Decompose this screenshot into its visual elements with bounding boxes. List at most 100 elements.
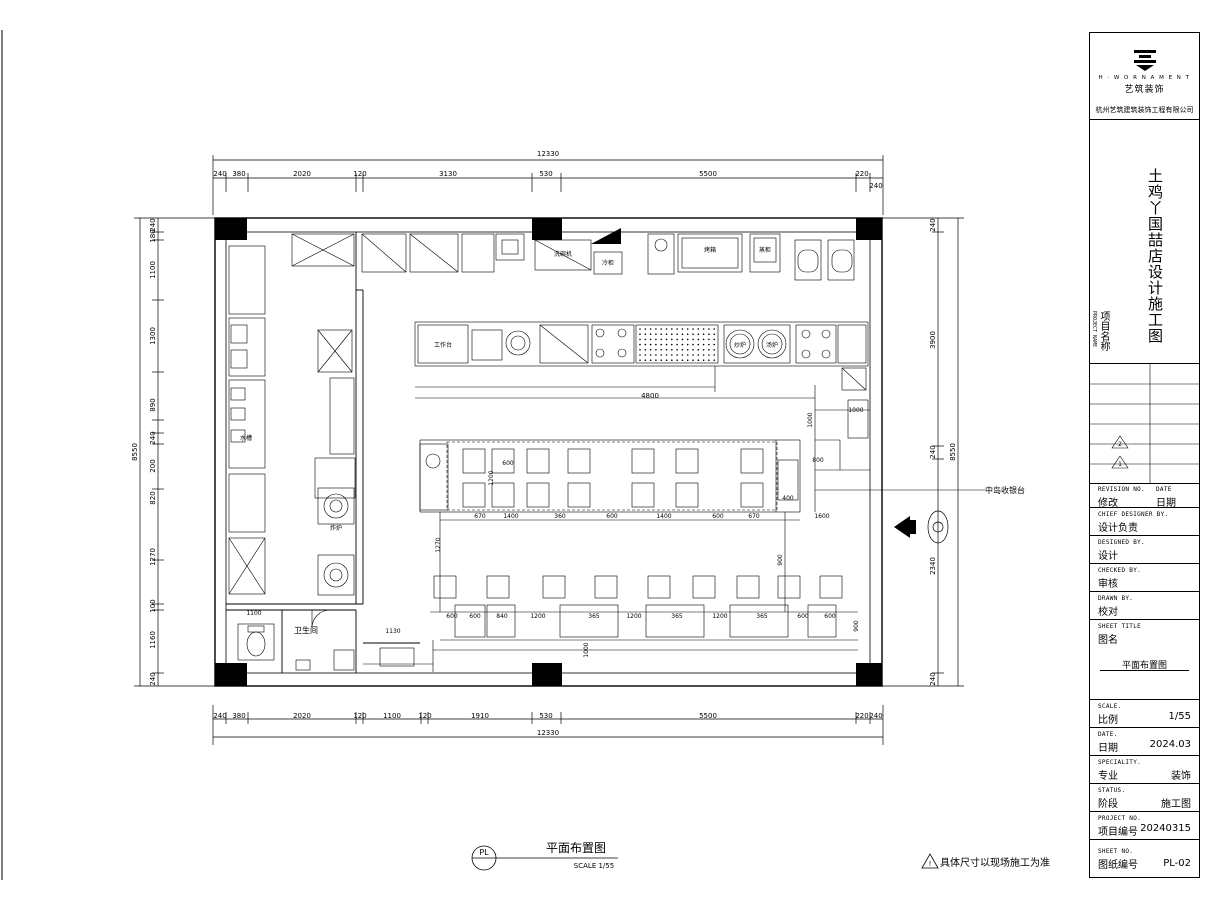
- partition-walls: [226, 232, 420, 673]
- right-dimension-chain: [876, 217, 964, 687]
- sheet-title-row: SHEET TITLE 图名 平面布置图: [1090, 619, 1199, 699]
- drawing-caption: PL 平面布置图 SCALE 1/55: [471, 841, 618, 871]
- internal-dim-text: 600 1000 1000 400 800 1600 1200 670 1400…: [246, 407, 863, 658]
- dim-internal: 840: [496, 613, 508, 620]
- stool: [491, 448, 515, 474]
- sheet-title-en: SHEET TITLE: [1098, 623, 1142, 630]
- scale-row: SCALE. 比例 1/55: [1090, 699, 1199, 727]
- svg-text:!: !: [929, 860, 932, 868]
- dining-table: [645, 604, 705, 638]
- dim-left-seg: 180: [149, 229, 157, 242]
- revision-date-zh: 日期: [1156, 498, 1176, 509]
- dim-internal: 1200: [626, 613, 641, 620]
- restroom-area: [237, 609, 355, 671]
- dim-left-seg: 890: [149, 398, 157, 411]
- designed-en: DESIGNED BY.: [1098, 539, 1145, 546]
- dim-internal: 1130: [385, 628, 400, 635]
- cooking-line: [414, 321, 869, 410]
- dim-internal: 600: [469, 613, 481, 620]
- construction-note: ! 具体尺寸以现场施工为准: [921, 853, 1050, 869]
- dim-internal: 1400: [503, 513, 518, 520]
- dim-left-seg: 100: [149, 599, 157, 612]
- dim-left-seg: 1100: [149, 261, 157, 279]
- callout-sign-label: 中岛收银台: [985, 485, 1025, 495]
- sheet-no-en: SHEET NO.: [1098, 848, 1134, 855]
- designed-zh: 设计: [1098, 551, 1118, 562]
- status-en: STATUS.: [1098, 787, 1126, 794]
- label-sink: 水槽: [240, 434, 252, 442]
- dim-left-seg: 240: [149, 431, 157, 444]
- dim-internal: 600: [797, 613, 809, 620]
- dim-top-seg: 240: [869, 182, 882, 190]
- dim-internal: 1000: [807, 412, 814, 427]
- dim-right-seg: 240: [929, 672, 937, 685]
- checked-en: CHECKED BY.: [1098, 567, 1142, 574]
- dim-internal: 1400: [656, 513, 671, 520]
- dim-internal: 600: [446, 613, 458, 620]
- project-no-row: PROJECT NO. 项目编号 20240315: [1090, 811, 1199, 839]
- dim-internal: 800: [812, 457, 824, 464]
- dim-internal: 600: [502, 460, 514, 467]
- dim-top-seg: 3130: [439, 170, 457, 178]
- dim-internal: 1100: [246, 610, 261, 617]
- stool: [594, 575, 618, 599]
- dim-right-total: 8550: [949, 443, 957, 461]
- dim-bottom-seg: 240: [869, 712, 882, 720]
- status-value: 施工图: [1161, 799, 1191, 810]
- date-row: DATE. 日期 2024.03: [1090, 727, 1199, 755]
- entrance-arrow-icon: [894, 516, 910, 538]
- left-kitchen-equipment: [228, 245, 356, 596]
- caption-title: 平面布置图: [546, 841, 606, 855]
- stool: [819, 575, 843, 599]
- dim-internal: 365: [588, 613, 600, 620]
- sheet-no-zh: 图纸编号: [1098, 860, 1138, 871]
- dim-top-seg: 5500: [699, 170, 717, 178]
- floor-plan-drawing: 12330 240 380 2020 120 3130 530 5500 220…: [1, 30, 1050, 880]
- dim-internal: 1000: [848, 407, 863, 414]
- checked-zh: 审核: [1098, 579, 1118, 590]
- designed-row: DESIGNED BY. 设计: [1090, 535, 1199, 563]
- dim-internal: 1270: [435, 537, 442, 552]
- title-block: H · W O R N A M E N T 艺筑装饰 杭州艺筑建筑装饰工程有限公…: [1089, 32, 1200, 878]
- speciality-row: SPECIALITY. 专业 装饰: [1090, 755, 1199, 783]
- sheet-title-zh: 图名: [1098, 635, 1118, 646]
- scale-en: SCALE.: [1098, 703, 1122, 710]
- dim-internal: 600: [712, 513, 724, 520]
- top-row-equipment: [291, 233, 855, 281]
- top-dimension-text: 12330 240 380 2020 120 3130 530 5500 220…: [213, 150, 882, 190]
- dim-internal: 1200: [530, 613, 545, 620]
- status-row: STATUS. 阶段 施工图: [1090, 783, 1199, 811]
- construction-note-text: 具体尺寸以现场施工为准: [940, 856, 1050, 869]
- svg-text:1: 1: [1118, 461, 1122, 468]
- dim-left-seg: 1160: [149, 631, 157, 649]
- label-steamer: 蒸柜: [759, 246, 771, 254]
- project-name-en: PROJECT NAME: [1091, 311, 1097, 348]
- dim-internal: 600: [606, 513, 618, 520]
- dim-bottom-seg: 380: [232, 712, 245, 720]
- dim-internal: 1200: [712, 613, 727, 620]
- dining-lines: [363, 512, 858, 672]
- dim-left-seg: 240: [149, 672, 157, 685]
- stool: [567, 448, 591, 474]
- date-en: DATE.: [1098, 731, 1118, 738]
- stool: [526, 448, 550, 474]
- dim-left-seg: 240: [149, 218, 157, 231]
- revision-header: REVISION NO. 修改 DATE 日期: [1090, 483, 1199, 533]
- label-work-table: 工作台: [434, 341, 452, 349]
- stool: [491, 482, 515, 508]
- dim-bottom-seg: 120: [353, 712, 366, 720]
- sheet-no-value: PL-02: [1163, 858, 1191, 869]
- dim-internal: 400: [782, 495, 794, 502]
- dining-island: [419, 439, 801, 513]
- brand-logo-icon: [1134, 50, 1156, 71]
- dim-right-seg: 2340: [929, 557, 937, 575]
- stool: [740, 482, 764, 508]
- dim-top-seg: 240: [213, 170, 226, 178]
- stool: [433, 575, 457, 599]
- label-fridge: 冷柜: [602, 259, 614, 267]
- stool: [675, 448, 699, 474]
- scale-zh: 比例: [1098, 715, 1118, 726]
- chief-designer-en: CHIEF DESIGNER BY.: [1098, 511, 1169, 518]
- drawn-row: DRAWN BY. 校对: [1090, 591, 1199, 619]
- dim-bottom-seg: 2020: [293, 712, 311, 720]
